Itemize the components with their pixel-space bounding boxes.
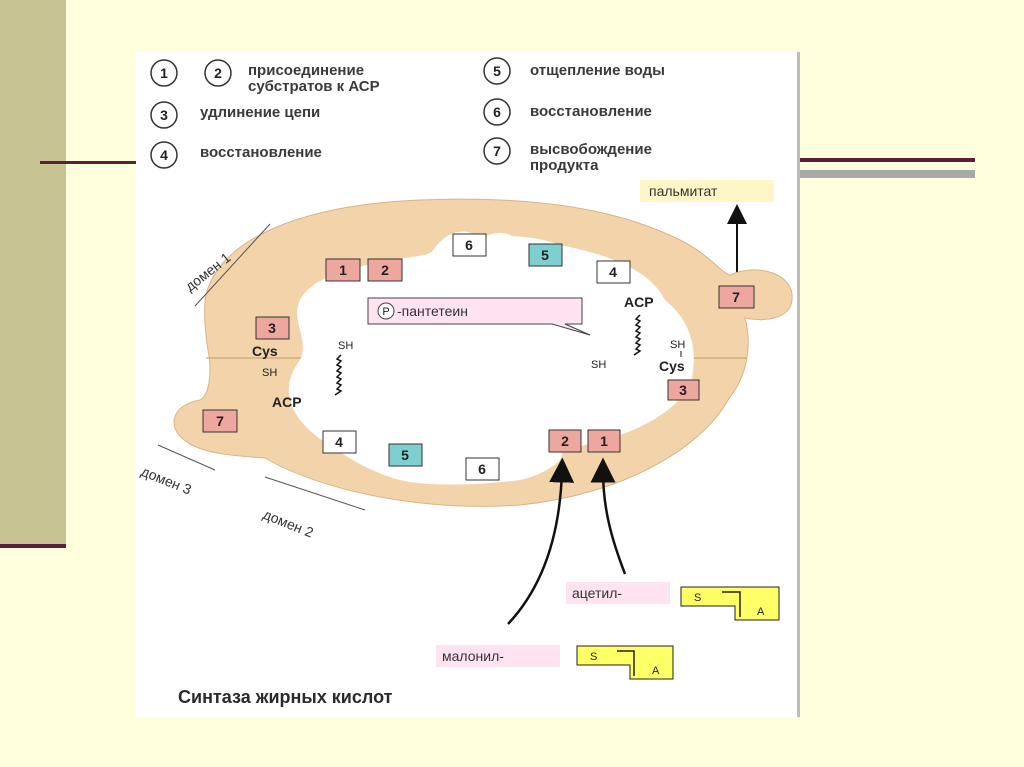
cys-left: Cys bbox=[252, 343, 278, 359]
sidebar-bottom-rule bbox=[0, 544, 66, 548]
legend-circle-3 bbox=[150, 101, 178, 129]
legend-circle-7 bbox=[483, 137, 511, 165]
legend-circle-1 bbox=[150, 59, 178, 87]
legend-num-1: 1 bbox=[160, 65, 168, 81]
domain-2-bracket bbox=[264, 476, 366, 511]
figure-caption: Синтаза жирных кислот bbox=[178, 687, 393, 707]
box-2-top bbox=[367, 258, 403, 282]
legend-text-4: восстановление bbox=[200, 144, 322, 161]
acp-left: ACP bbox=[272, 394, 302, 410]
malonyl-label: малонил- bbox=[442, 648, 504, 664]
sh-top-right: SH bbox=[670, 339, 685, 351]
box-3-left-label: 3 bbox=[268, 320, 276, 336]
box-6-top-label: 6 bbox=[465, 237, 473, 253]
sh-top-left: SH bbox=[338, 340, 353, 352]
box-3-right-label: 3 bbox=[679, 382, 687, 398]
legend-num-2: 2 bbox=[214, 65, 222, 81]
acetyl-coa-inner bbox=[722, 591, 741, 617]
title-rule-right-shadow bbox=[800, 170, 975, 178]
box-6-bottom-label: 6 bbox=[478, 461, 486, 477]
box-4-bottom bbox=[322, 430, 357, 454]
legend-num-4: 4 bbox=[160, 147, 168, 163]
legend-circle-2 bbox=[204, 59, 232, 87]
acetyl-arrow bbox=[590, 457, 627, 575]
legend-num-7: 7 bbox=[493, 143, 501, 159]
box-2-bottom-label: 2 bbox=[561, 433, 569, 449]
legend-text-6: восстановление bbox=[530, 103, 652, 120]
box-7-top-label: 7 bbox=[732, 289, 740, 305]
malonyl-tag-bg bbox=[436, 645, 560, 667]
box-5-top-label: 5 bbox=[541, 247, 549, 263]
phosphate-label: P bbox=[382, 306, 389, 318]
box-1-top bbox=[325, 258, 361, 282]
legend-num-6: 6 bbox=[493, 104, 501, 120]
acetyl-coa-shape bbox=[680, 586, 780, 621]
box-5-bottom-label: 5 bbox=[401, 447, 409, 463]
legend-text-3: удлинение цепи bbox=[200, 104, 320, 121]
slide-sidebar bbox=[0, 0, 66, 544]
legend-circle-5 bbox=[483, 57, 511, 85]
acp-chain-left bbox=[334, 354, 343, 396]
phosphate-circle bbox=[377, 302, 395, 320]
box-2-bottom bbox=[548, 429, 582, 453]
figure-panel-border bbox=[797, 52, 800, 717]
domain-3-bracket bbox=[157, 444, 216, 471]
box-6-top bbox=[452, 233, 487, 257]
malonyl-s: S bbox=[590, 651, 597, 663]
legend-num-3: 3 bbox=[160, 107, 168, 123]
malonyl-coa-inner bbox=[617, 650, 635, 676]
acp-right: ACP bbox=[624, 294, 654, 310]
box-4-bottom-label: 4 bbox=[335, 434, 343, 450]
pantetheine-callout bbox=[367, 297, 591, 336]
domain-3-label: домен 3 bbox=[139, 463, 194, 498]
pantetheine-label: -пантетеин bbox=[397, 303, 468, 319]
legend-text-1: присоединение bbox=[248, 62, 364, 79]
box-2-top-label: 2 bbox=[381, 262, 389, 278]
product-tag-bg bbox=[640, 180, 774, 202]
sh-bottom-left: SH bbox=[262, 367, 277, 379]
box-7-bottom bbox=[202, 409, 238, 433]
title-rule-left bbox=[40, 161, 136, 164]
box-1-bottom bbox=[587, 429, 621, 453]
cys-right: Cys bbox=[659, 358, 685, 374]
sh-bottom-right: SH bbox=[591, 359, 606, 371]
domain-2-label: домен 2 bbox=[261, 506, 316, 541]
box-6-bottom bbox=[465, 457, 500, 481]
box-7-top bbox=[718, 285, 755, 309]
acetyl-label: ацетил- bbox=[572, 585, 622, 601]
legend-text-7b: продукта bbox=[530, 157, 599, 174]
product-label: пальмитат bbox=[649, 183, 718, 199]
legend-circle-4 bbox=[150, 141, 178, 169]
box-1-top-label: 1 bbox=[339, 262, 347, 278]
box-1-bottom-label: 1 bbox=[600, 433, 608, 449]
acetyl-s: S bbox=[694, 592, 701, 604]
box-3-right bbox=[667, 379, 700, 401]
legend-text-7: высвобождение bbox=[530, 141, 652, 158]
title-rule-right bbox=[800, 158, 975, 162]
legend-circle-6 bbox=[483, 98, 511, 126]
legend: 1 2 присоединение субстратов к АСР 3 удл… bbox=[150, 57, 665, 174]
malonyl-arrow bbox=[507, 457, 575, 625]
malonyl-coa-shape bbox=[576, 645, 674, 680]
legend-num-5: 5 bbox=[493, 63, 501, 79]
acetyl-tag-bg bbox=[566, 582, 670, 604]
box-4-top bbox=[596, 260, 631, 284]
legend-text-5: отщепление воды bbox=[530, 62, 665, 79]
box-4-top-label: 4 bbox=[609, 264, 617, 280]
acetyl-a: A bbox=[757, 606, 765, 618]
domain-1-bracket bbox=[194, 223, 271, 307]
enzyme-cavity bbox=[288, 236, 694, 471]
box-7-bottom-label: 7 bbox=[216, 413, 224, 429]
malonyl-a: A bbox=[652, 665, 660, 677]
acp-chain-right bbox=[633, 314, 642, 356]
box-3-left bbox=[255, 316, 290, 340]
box-5-bottom bbox=[388, 443, 423, 467]
legend-text-1b: субстратов к АСР bbox=[248, 78, 380, 95]
box-5-top bbox=[528, 243, 563, 267]
